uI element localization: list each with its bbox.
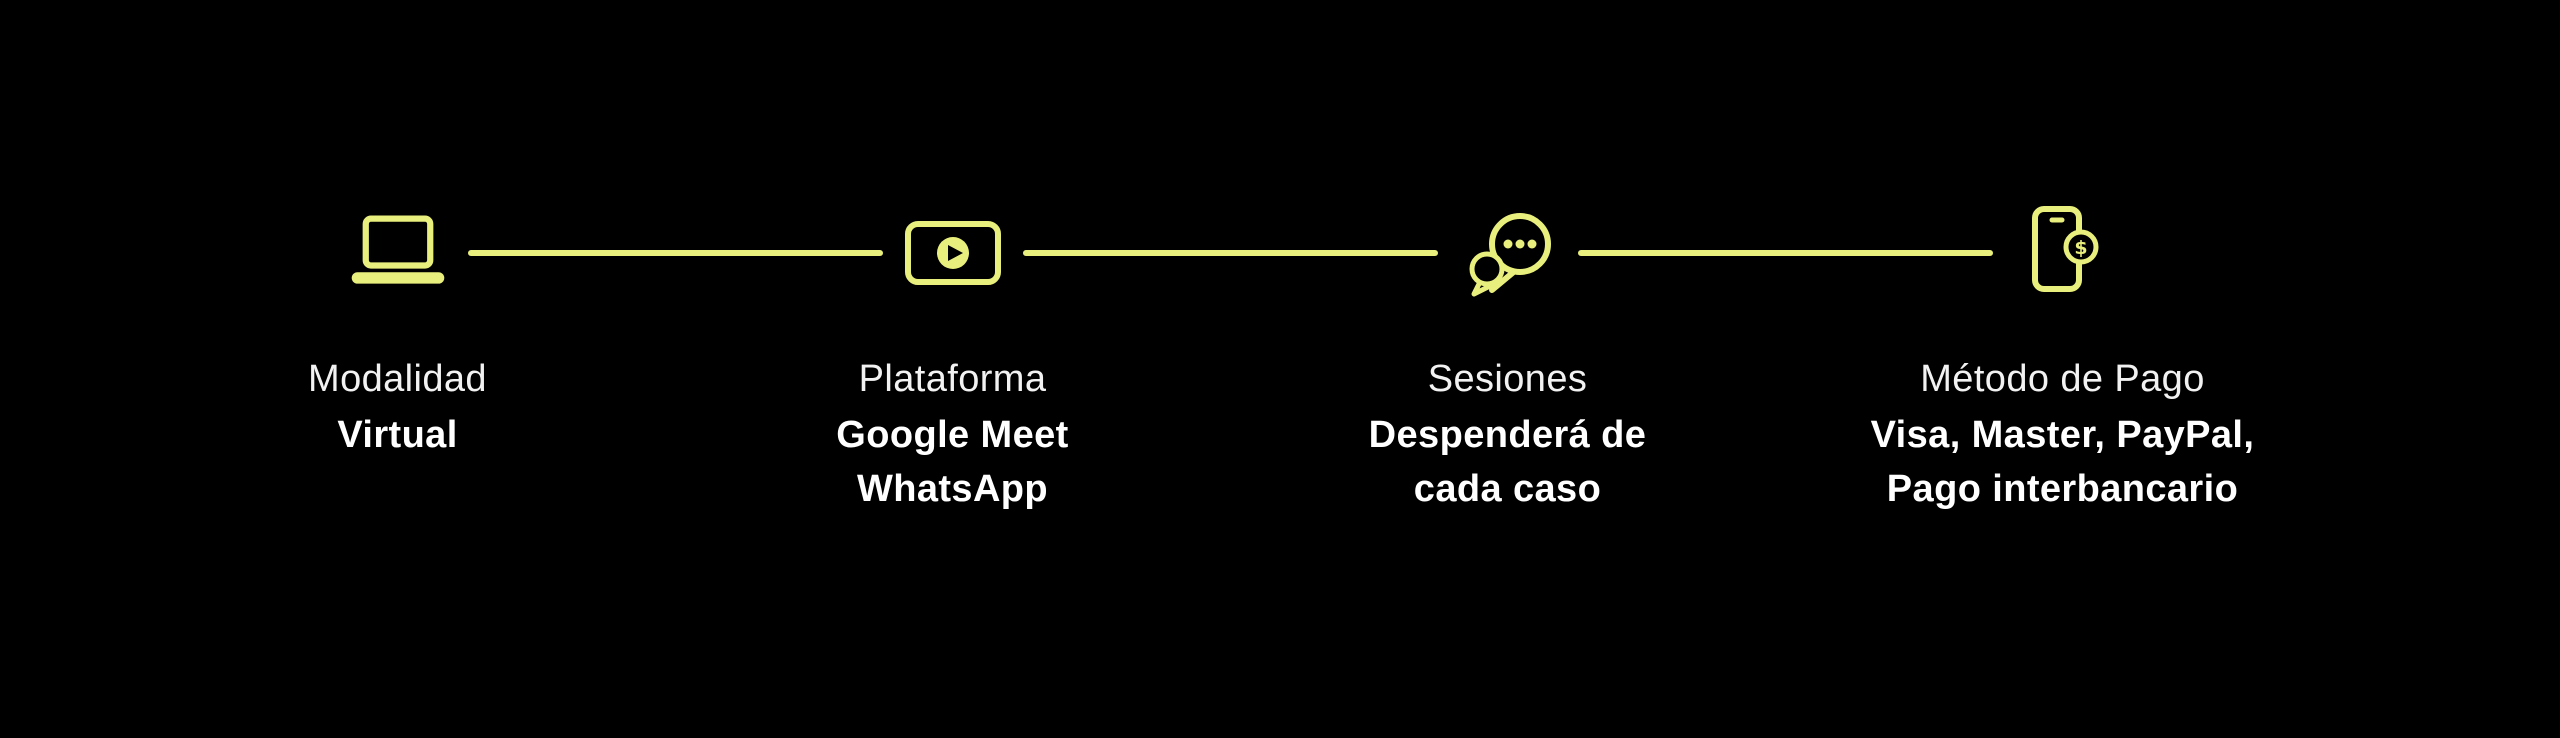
step-description-line: Google Meet bbox=[836, 414, 1069, 456]
step-title: Sesiones bbox=[1427, 358, 1588, 400]
mobile-payment-icon: $ bbox=[2031, 206, 2098, 292]
step-description-line: WhatsApp bbox=[856, 468, 1049, 510]
step-description: Despenderá de cada caso bbox=[1369, 408, 1647, 516]
icon-box bbox=[1458, 188, 1558, 318]
laptop-icon bbox=[351, 215, 444, 284]
step-title: Plataforma bbox=[858, 358, 1047, 400]
step-sesiones: Sesiones Despenderá de cada caso bbox=[1230, 188, 1993, 516]
svg-text:$: $ bbox=[2074, 237, 2087, 259]
step-description-line: cada caso bbox=[1413, 468, 1602, 510]
step-title: Modalidad bbox=[308, 358, 487, 400]
connector-line bbox=[1022, 250, 1438, 256]
step-modalidad: Modalidad Virtual bbox=[120, 188, 883, 516]
step-plataforma: Plataforma Google Meet WhatsApp bbox=[675, 188, 1438, 516]
icon-box bbox=[903, 188, 1003, 318]
icon-box: $ bbox=[2027, 188, 2099, 318]
video-player-icon bbox=[904, 221, 1001, 285]
step-description: Google Meet WhatsApp bbox=[836, 408, 1068, 516]
step-description-line: Pago interbancario bbox=[1886, 468, 2239, 510]
connector-line bbox=[1577, 250, 1993, 256]
step-metodo-de-pago: $ Método de Pago Visa, Master, PayPal, P… bbox=[1785, 188, 2340, 516]
step-description: Visa, Master, PayPal, Pago interbancario bbox=[1871, 408, 2255, 516]
step-description-line: Despenderá de bbox=[1368, 414, 1647, 456]
step-description-line: Visa, Master, PayPal, bbox=[1870, 414, 2255, 456]
step-description-line: Virtual bbox=[337, 414, 458, 456]
step-title: Método de Pago bbox=[1920, 358, 2205, 400]
connector-line bbox=[467, 250, 883, 256]
steps-row: Modalidad Virtual Plataforma Google Meet… bbox=[120, 188, 2340, 516]
icon-box bbox=[346, 188, 450, 318]
step-description: Virtual bbox=[337, 408, 457, 462]
chat-bubbles-icon bbox=[1469, 213, 1551, 297]
